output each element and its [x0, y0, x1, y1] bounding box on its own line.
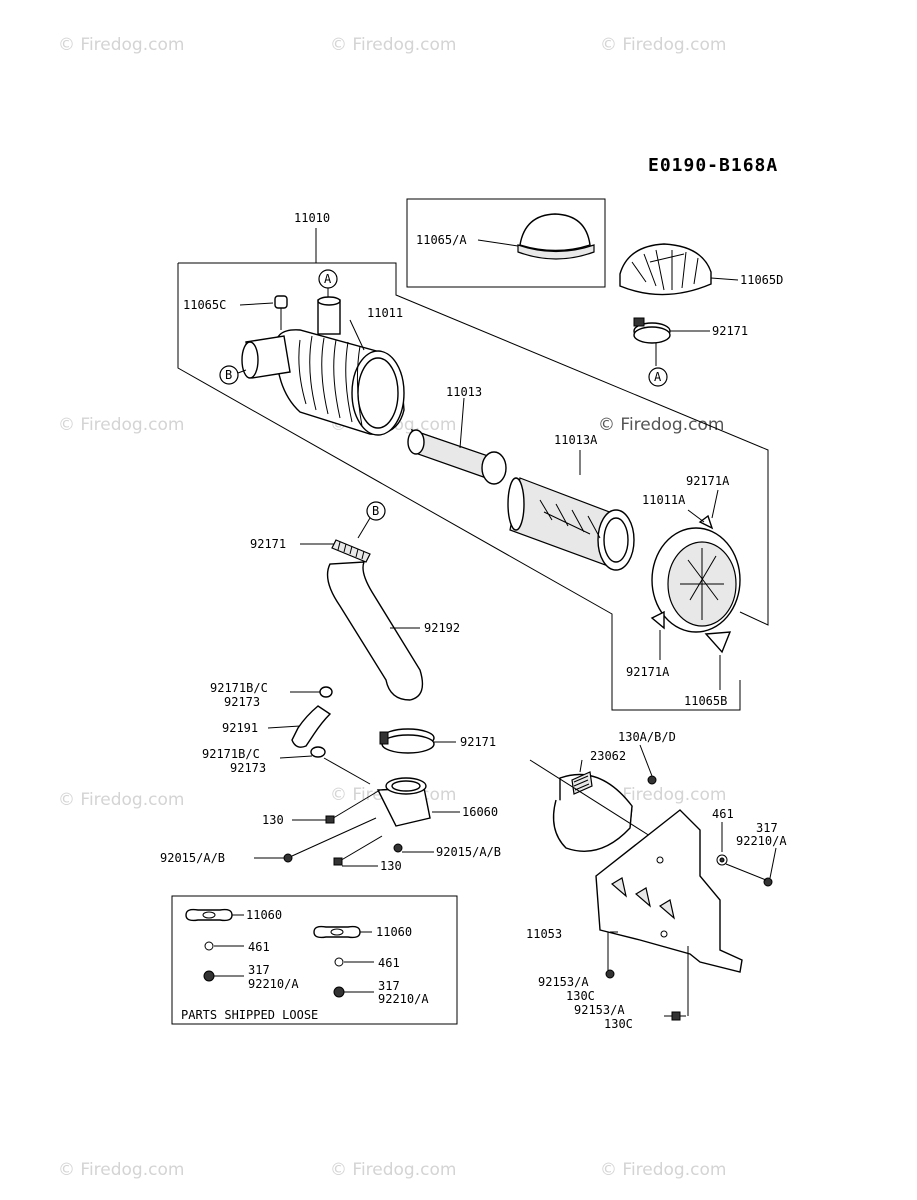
watermark: © Firedog.com: [58, 790, 184, 810]
label-92153a-1: 92153/A: [538, 975, 589, 989]
label-92171-top: 92171: [712, 324, 748, 338]
mounting-band-part: [529, 744, 657, 852]
label-loose-92210a-b: 92210/A: [378, 992, 429, 1006]
air-cleaner-body-part: [239, 295, 405, 436]
label-loose-317-b: 317: [378, 979, 400, 993]
breather-hose-part: [267, 686, 371, 785]
watermark: © Firedog.com: [330, 35, 456, 55]
watermark: © Firedog.com: [58, 1160, 184, 1180]
bracket-plate-part: [595, 809, 777, 1021]
label-92171-hose: 92171: [460, 735, 496, 749]
label-11053: 11053: [526, 927, 562, 941]
label-317-right: 317: [756, 821, 778, 835]
hose-clamp-lower-part: [379, 728, 456, 754]
label-130-b: 130: [380, 859, 402, 873]
label-loose-92210a-a: 92210/A: [248, 977, 299, 991]
inner-element-part: [407, 397, 507, 485]
callout-letter: B: [372, 504, 379, 518]
label-23062: 23062: [590, 749, 626, 763]
intake-hose-part: [326, 561, 424, 701]
watermark: © Firedog.com: [600, 35, 726, 55]
label-92015-right: 92015/A/B: [436, 845, 501, 859]
label-92171a-bottom: 92171A: [626, 665, 670, 679]
outer-element-part: [507, 450, 635, 571]
callout-b-upper: B: [219, 365, 247, 385]
label-11013a: 11013A: [554, 433, 598, 447]
callout-a-lower: A: [648, 367, 668, 387]
bolts-part: [254, 789, 434, 867]
label-130abd: 130A/B/D: [618, 730, 676, 744]
label-92171-mid: 92171: [250, 537, 286, 551]
hose-clamp-upper-part: [300, 539, 371, 563]
label-92171bc-2: 92171B/C: [202, 747, 260, 761]
watermarks: © Firedog.com © Firedog.com © Firedog.co…: [58, 35, 726, 1180]
label-92192: 92192: [424, 621, 460, 635]
label-92171bc-1: 92171B/C: [210, 681, 268, 695]
assembly-outline: [177, 228, 769, 711]
diagram-id: E0190-B168A: [648, 155, 778, 176]
label-16060: 16060: [462, 805, 498, 819]
watermark: © Firedog.com: [600, 785, 726, 805]
label-11065b: 11065B: [684, 694, 727, 708]
inlet-adapter-part: [376, 777, 460, 827]
label-92191: 92191: [222, 721, 258, 735]
label-92173-1: 92173: [224, 695, 260, 709]
watermark: © Firedog.com: [598, 415, 724, 435]
callout-letter: A: [654, 370, 662, 384]
watermark: © Firedog.com: [600, 1160, 726, 1180]
label-loose-11060-a: 11060: [246, 908, 282, 922]
callout-letter: A: [324, 272, 332, 286]
label-92015-left: 92015/A/B: [160, 851, 225, 865]
label-11010: 11010: [294, 211, 330, 225]
label-130-a: 130: [262, 813, 284, 827]
label-loose-317-a: 317: [248, 963, 270, 977]
watermark: © Firedog.com: [58, 415, 184, 435]
label-130c-2: 130C: [604, 1017, 633, 1031]
precleaner-cap-part: [619, 243, 739, 296]
label-92173-2: 92173: [230, 761, 266, 775]
label-461-right: 461: [712, 807, 734, 821]
parts-shipped-loose-box: [171, 895, 458, 1025]
cap-inset-box: [406, 198, 606, 288]
label-11065a: 11065/A: [416, 233, 467, 247]
dust-cap-part: [477, 213, 595, 260]
label-11011: 11011: [367, 306, 403, 320]
air-cleaner-cover-part: [650, 489, 741, 690]
watermark: © Firedog.com: [330, 1160, 456, 1180]
label-92210a-right: 92210/A: [736, 834, 787, 848]
callout-letter: B: [225, 368, 232, 382]
label-11011a: 11011A: [642, 493, 686, 507]
label-130c-1: 130C: [566, 989, 595, 1003]
part-labels: 11010 11065/A 11065D 11065C 11011 92171 …: [160, 211, 787, 1031]
label-11065d: 11065D: [740, 273, 783, 287]
label-92171a-top: 92171A: [686, 474, 730, 488]
label-loose-461-a: 461: [248, 940, 270, 954]
watermark: © Firedog.com: [58, 35, 184, 55]
label-parts-shipped-loose: PARTS SHIPPED LOOSE: [181, 1008, 318, 1022]
callout-b-lower: B: [357, 501, 386, 539]
label-11013: 11013: [446, 385, 482, 399]
label-11065c: 11065C: [183, 298, 226, 312]
callout-a-upper: A: [318, 269, 338, 300]
label-loose-461-b: 461: [378, 956, 400, 970]
label-92153a-2: 92153/A: [574, 1003, 625, 1017]
hose-clamp-part: [633, 317, 710, 366]
label-loose-11060-b: 11060: [376, 925, 412, 939]
